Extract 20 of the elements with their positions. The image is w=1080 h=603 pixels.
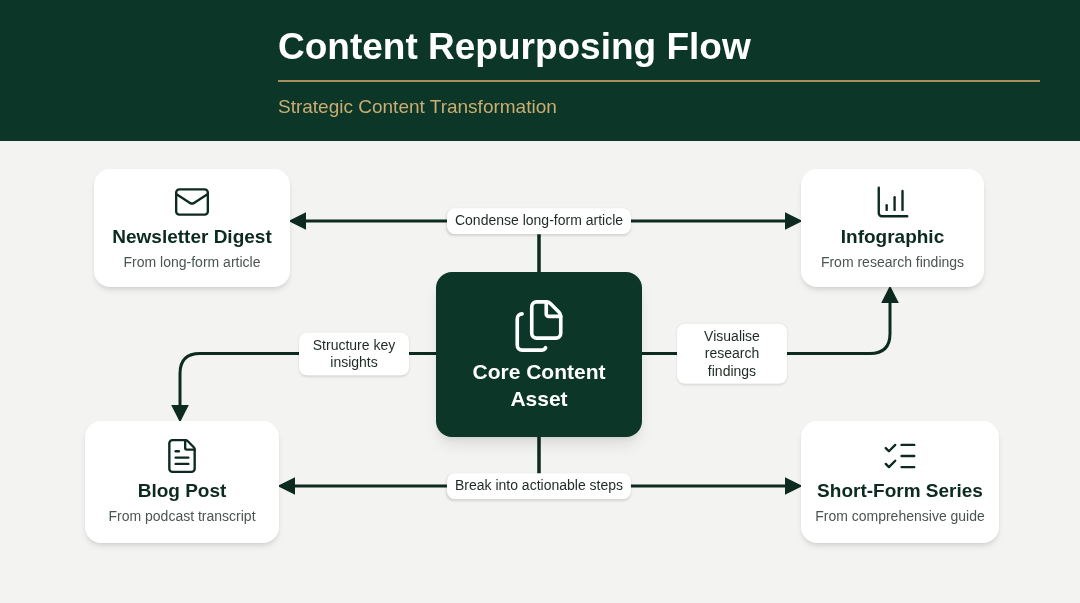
output-card	[85, 421, 279, 543]
card-title: Infographic	[840, 224, 945, 249]
output-card	[94, 169, 290, 287]
card-title: Core Content Asset	[471, 359, 607, 412]
edge-label: Visualise research findings	[677, 323, 787, 384]
edge-label: Condense long-form article	[446, 208, 632, 234]
card-title: Short-Form Series	[817, 478, 983, 503]
card-title: Newsletter Digest	[112, 224, 272, 249]
card-subtitle: From research findings	[820, 253, 965, 273]
card-subtitle: From podcast transcript	[108, 507, 256, 527]
output-card	[801, 421, 999, 543]
subtitle: Strategic Content Transformation	[278, 95, 557, 119]
card-subtitle: From long-form article	[123, 253, 261, 273]
edge-label: Structure key insights	[299, 332, 409, 375]
core-box	[436, 272, 642, 437]
card-subtitle: From comprehensive guide	[815, 507, 985, 527]
card-title: Blog Post	[137, 478, 227, 503]
output-card	[801, 169, 984, 287]
edge-label: Break into actionable steps	[446, 473, 632, 499]
title: Content Repurposing Flow	[278, 25, 751, 69]
